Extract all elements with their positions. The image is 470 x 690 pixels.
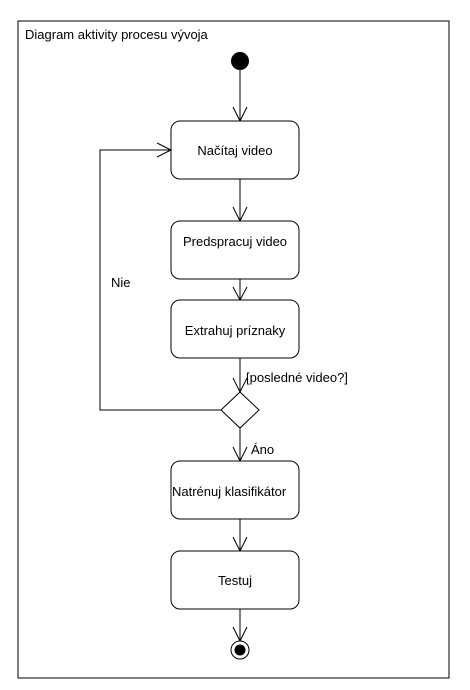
action-train-classifier-label: Natrénuj klasifikátor [172,484,287,499]
initial-node [231,52,249,70]
diagram-title: Diagram aktivity procesu vývoja [25,27,209,42]
guard-last-video: [posledné video?] [246,370,348,385]
guard-yes: Áno [251,442,274,457]
flow-loop-back [99,142,221,411]
action-extract-features: Extrahuj príznaky [170,299,300,359]
final-node [230,640,250,660]
action-test-label: Testuj [218,573,252,588]
guard-no: Nie [111,275,131,290]
action-test: Testuj [170,550,300,610]
action-load-video: Načítaj video [170,120,300,180]
action-load-video-label: Načítaj video [197,143,272,158]
action-preprocess-video-label: Predspracuj video [183,234,287,249]
action-train-classifier: Natrénuj klasifikátor [170,460,300,520]
action-extract-features-label: Extrahuj príznaky [185,323,286,338]
action-preprocess-video: Predspracuj video [170,220,300,280]
